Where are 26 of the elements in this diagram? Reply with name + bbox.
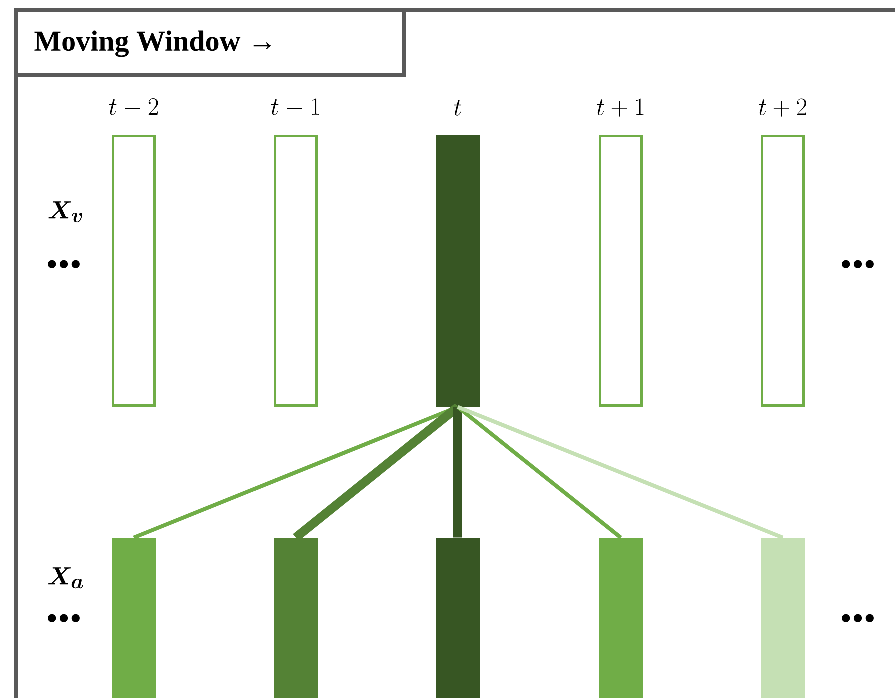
bar (436, 135, 480, 407)
bar (112, 538, 156, 698)
time-label: $t+1$ (596, 98, 644, 117)
connector-line (454, 407, 462, 538)
title-box: Moving Window → (14, 8, 406, 77)
bar (274, 538, 318, 698)
ellipsis: ••• (48, 614, 80, 622)
bar (761, 538, 805, 698)
time-label: $t$ (454, 100, 462, 116)
connector-line (456, 406, 622, 540)
time-label: $t+2$ (758, 98, 807, 117)
connector-line (133, 405, 459, 540)
outlined-bar (112, 135, 156, 407)
connector-line (457, 405, 784, 540)
row-label: $X_v$ (48, 202, 82, 223)
outlined-bar (599, 135, 643, 407)
ellipsis: ••• (842, 260, 874, 268)
outlined-bar (761, 135, 805, 407)
row-label: $X_a$ (48, 568, 84, 589)
time-label: $t-1$ (271, 98, 320, 116)
ellipsis: ••• (842, 614, 874, 622)
outlined-bar (274, 135, 318, 407)
ellipsis: ••• (48, 260, 80, 268)
bar (436, 538, 480, 698)
bar (599, 538, 643, 698)
time-label: $t-2$ (109, 98, 158, 116)
